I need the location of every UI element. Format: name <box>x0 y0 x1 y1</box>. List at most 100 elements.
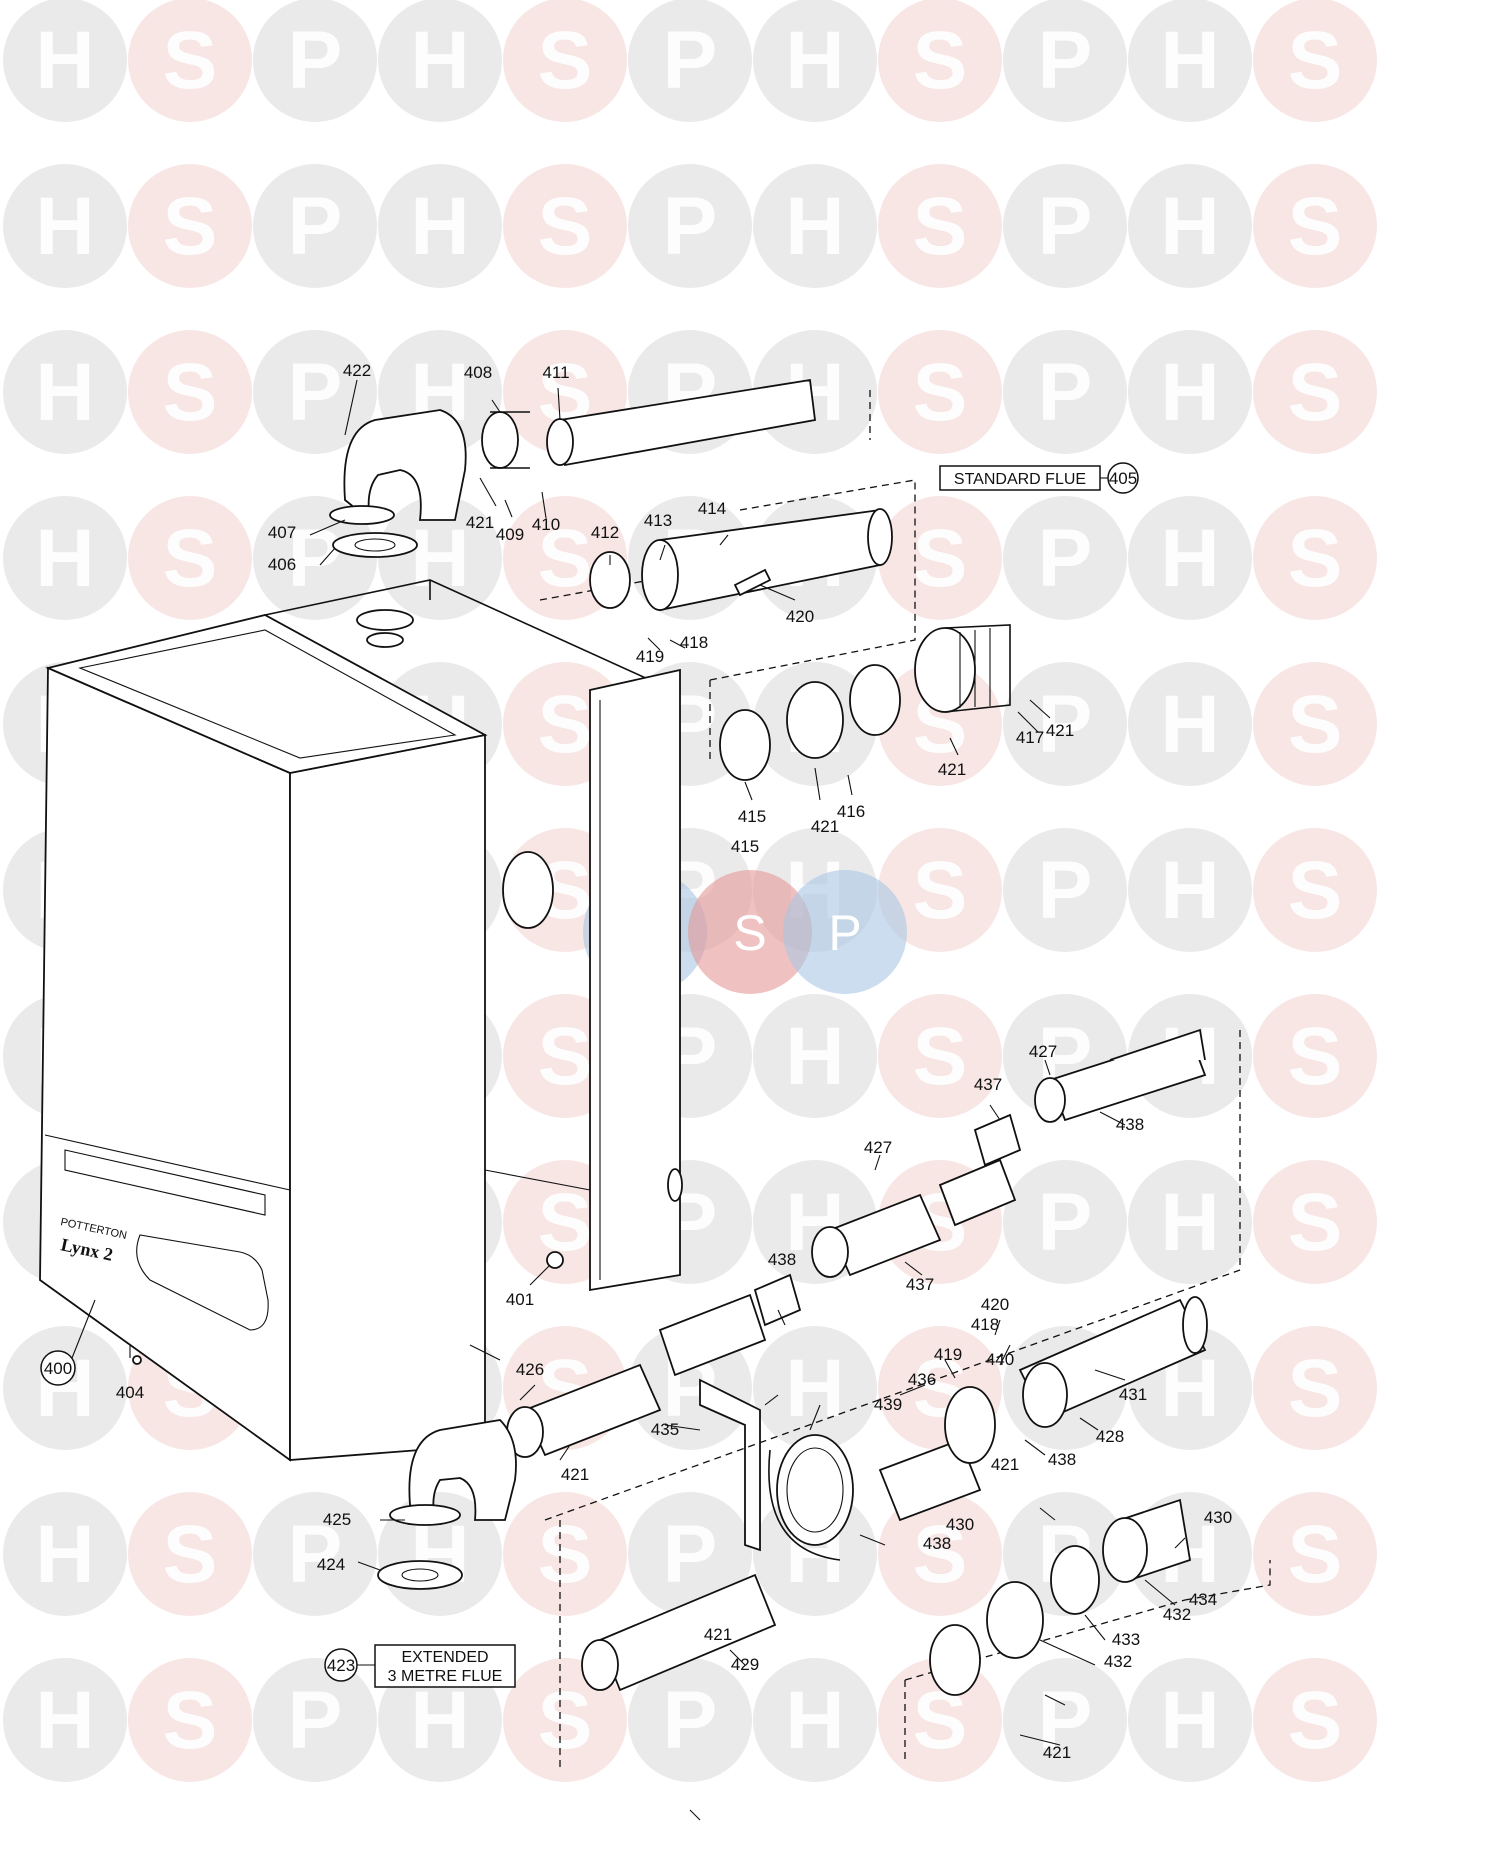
watermark-letter: P <box>663 1675 718 1766</box>
watermark-circle <box>3 496 127 620</box>
callout-432: 432 <box>1163 1605 1191 1624</box>
callout-421: 421 <box>1043 1743 1071 1762</box>
callout-422: 422 <box>343 361 371 380</box>
watermark-circle <box>878 1492 1002 1616</box>
watermark-circle <box>253 1492 377 1616</box>
watermark-circle <box>378 0 502 122</box>
watermark-circle <box>253 330 377 454</box>
watermark-letter: H <box>410 181 469 272</box>
callout-414: 414 <box>698 499 726 518</box>
standard-flue-assembly <box>329 378 1011 781</box>
callout-420: 420 <box>786 607 814 626</box>
watermark-circle <box>1253 662 1377 786</box>
watermark-circle <box>128 330 252 454</box>
callout-404: 404 <box>116 1383 144 1402</box>
watermark-circle <box>1003 0 1127 122</box>
callout-430: 430 <box>946 1515 974 1534</box>
callout-409: 409 <box>496 525 524 544</box>
watermark-circle <box>3 1658 127 1782</box>
watermark-center-circle <box>688 870 812 994</box>
watermark-letter: H <box>1160 347 1219 438</box>
watermark-letter: S <box>163 1675 218 1766</box>
watermark-letter: H <box>785 1343 844 1434</box>
callout-421: 421 <box>561 1465 589 1484</box>
callout-437: 437 <box>906 1275 934 1294</box>
watermark-circle <box>1128 1658 1252 1782</box>
callout-439: 439 <box>874 1395 902 1414</box>
watermark-circle <box>1128 496 1252 620</box>
watermark-circle <box>1253 828 1377 952</box>
watermark-letter: H <box>35 15 94 106</box>
watermark-letter: S <box>1288 1177 1343 1268</box>
callout-438: 438 <box>1116 1115 1144 1134</box>
watermark-circle <box>1128 828 1252 952</box>
watermark-letter: H <box>1160 1675 1219 1766</box>
watermark-letter: P <box>1038 15 1093 106</box>
watermark-letter: H <box>410 1675 469 1766</box>
watermark-circle <box>1003 662 1127 786</box>
watermark-circle <box>753 994 877 1118</box>
watermark-letter: S <box>538 15 593 106</box>
watermark-letter: P <box>288 15 343 106</box>
callout-429: 429 <box>731 1655 759 1674</box>
watermark-circle <box>128 1492 252 1616</box>
watermark-letter: S <box>538 679 593 770</box>
callout-416: 416 <box>837 802 865 821</box>
watermark-letter: H <box>35 513 94 604</box>
watermark-circle <box>1253 1492 1377 1616</box>
watermark-letter: H <box>1160 513 1219 604</box>
watermark-letter: H <box>1160 1177 1219 1268</box>
watermark-circle <box>1128 1160 1252 1284</box>
watermark-letter: P <box>288 513 343 604</box>
watermark-center-circle <box>783 870 907 994</box>
watermark-letter: P <box>1038 1675 1093 1766</box>
ref-400: 400 <box>44 1359 72 1378</box>
watermark-letter: H <box>35 181 94 272</box>
callout-427: 427 <box>864 1138 892 1157</box>
callout-438: 438 <box>768 1250 796 1269</box>
watermark-letter: S <box>1288 1343 1343 1434</box>
callout-417: 417 <box>1016 728 1044 747</box>
watermark-letter: S <box>913 1011 968 1102</box>
callout-435: 435 <box>651 1420 679 1439</box>
watermark-circle <box>1128 164 1252 288</box>
watermark-letter: H <box>1160 845 1219 936</box>
ref-405: 405 <box>1109 469 1137 488</box>
watermark-letter: S <box>913 181 968 272</box>
extended-flue-assembly <box>377 1028 1271 1770</box>
watermark-letter: S <box>1288 513 1343 604</box>
watermark-circle <box>628 164 752 288</box>
standard-flue-label: STANDARD FLUE 405 <box>939 462 1139 494</box>
watermark-center-letter: P <box>828 905 861 961</box>
watermark-letter: S <box>538 1675 593 1766</box>
callout-415: 415 <box>738 807 766 826</box>
standard-flue-text: STANDARD FLUE <box>954 471 1086 488</box>
watermark-circle <box>1003 164 1127 288</box>
watermark-circle <box>1003 828 1127 952</box>
callout-424: 424 <box>317 1555 345 1574</box>
watermark-letter: H <box>785 181 844 272</box>
watermark-letter: S <box>1288 679 1343 770</box>
watermark-letter: S <box>913 1509 968 1600</box>
callout-437: 437 <box>974 1075 1002 1094</box>
watermark-circle <box>628 1658 752 1782</box>
watermark-letter: H <box>410 513 469 604</box>
watermark-circle <box>1128 0 1252 122</box>
watermark-circle <box>1253 1658 1377 1782</box>
callout-408: 408 <box>464 363 492 382</box>
watermark-circle <box>628 1492 752 1616</box>
watermark-circle <box>128 0 252 122</box>
callout-427: 427 <box>1029 1042 1057 1061</box>
callout-401: 401 <box>506 1290 534 1309</box>
watermark-circle <box>753 1658 877 1782</box>
watermark-letter: H <box>785 1011 844 1102</box>
watermark-letter: P <box>1038 513 1093 604</box>
callout-407: 407 <box>268 523 296 542</box>
watermark-letter: S <box>163 181 218 272</box>
watermark-letter: H <box>1160 679 1219 770</box>
watermark-circle <box>503 164 627 288</box>
watermark-circle <box>878 164 1002 288</box>
watermark-letter: H <box>410 15 469 106</box>
